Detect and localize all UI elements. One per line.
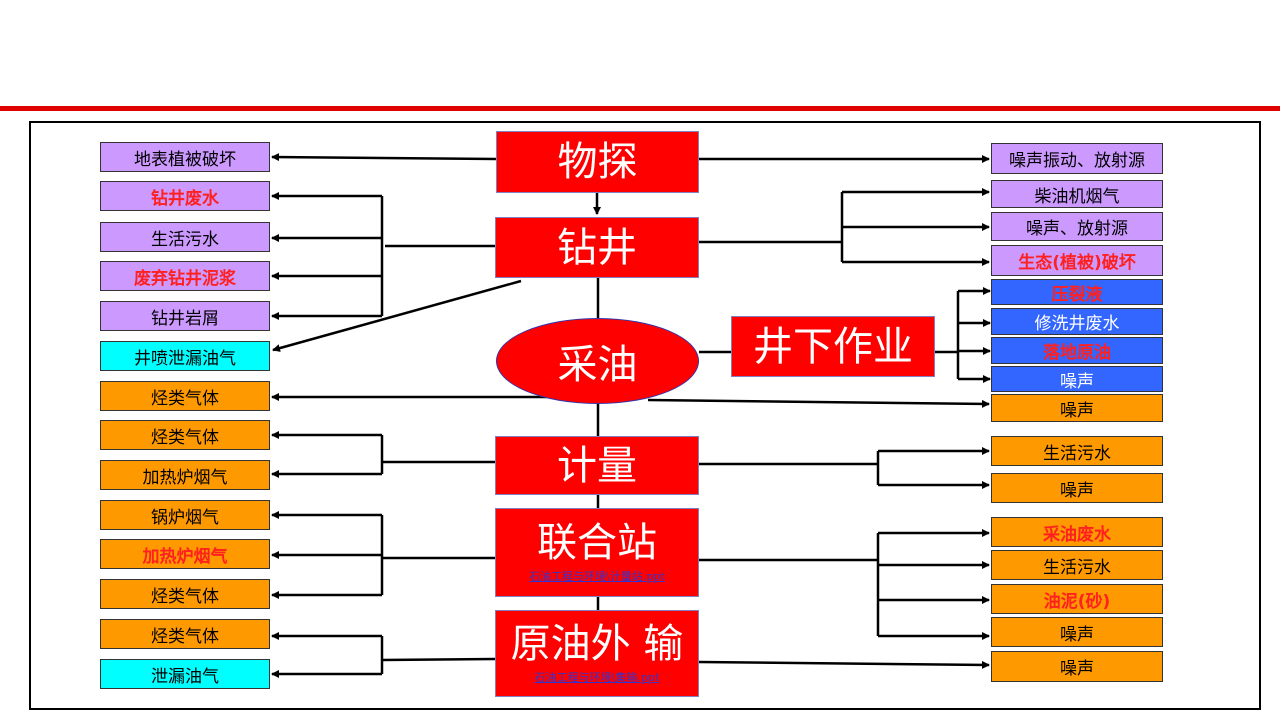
left-box-label: 废弃钻井泥浆	[134, 268, 236, 289]
right-box-label: 落地原油	[1043, 343, 1111, 363]
left-box-label: 加热炉烟气	[142, 546, 228, 567]
left-box-5: 钻井岩屑	[100, 301, 270, 331]
left-box-7: 烃类气体	[100, 381, 270, 411]
left-box-label: 烃类气体	[151, 626, 219, 647]
right-box-4: 生态(植被)破坏	[991, 245, 1163, 276]
yuanyou-link[interactable]: 石油工程与环境\集输.ppt	[534, 670, 660, 684]
right-box-13: 生活污水	[991, 550, 1163, 580]
node-jingxia: 井下作业	[731, 316, 935, 377]
node-zuanjing: 钻井	[495, 217, 699, 278]
right-box-label: 噪声	[1060, 371, 1094, 392]
left-box-4: 废弃钻井泥浆	[100, 261, 270, 291]
right-box-14: 油泥(砂)	[991, 584, 1163, 614]
right-box-8: 噪声	[991, 366, 1163, 392]
left-box-label: 烃类气体	[151, 388, 219, 409]
left-box-1: 地表植被破坏	[100, 142, 270, 172]
node-lianhezhan: 联合站 石油工程与环境\计量站.ppt	[495, 508, 699, 597]
right-box-1: 噪声振动、放射源	[991, 143, 1163, 174]
left-box-10: 锅炉烟气	[100, 500, 270, 530]
left-box-12: 烃类气体	[100, 579, 270, 609]
right-box-10: 生活污水	[991, 436, 1163, 466]
node-jiliang: 计量	[495, 436, 699, 495]
left-box-label: 加热炉烟气	[142, 467, 228, 488]
right-box-label: 生活污水	[1043, 443, 1111, 464]
right-box-label: 噪声振动、放射源	[1009, 151, 1145, 171]
node-jiliang-label: 计量	[557, 442, 637, 489]
left-box-6: 井喷泄漏油气	[100, 341, 270, 371]
node-yuanyou-label: 原油外 输	[510, 620, 684, 667]
right-box-label: 生活污水	[1043, 557, 1111, 578]
header-accent-line	[0, 106, 1280, 111]
right-box-12: 采油废水	[991, 517, 1163, 547]
right-box-label: 采油废水	[1043, 524, 1111, 545]
left-box-label: 井喷泄漏油气	[134, 348, 236, 369]
node-yuanyou: 原油外 输 石油工程与环境\集输.ppt	[495, 610, 699, 697]
right-box-16: 噪声	[991, 651, 1163, 682]
diagram-frame	[29, 121, 1261, 710]
left-box-2: 钻井废水	[100, 181, 270, 211]
left-box-label: 锅炉烟气	[151, 507, 219, 528]
right-box-2: 柴油机烟气	[991, 180, 1163, 208]
right-box-label: 修洗井废水	[1034, 314, 1120, 334]
node-jingxia-label: 井下作业	[753, 323, 913, 370]
left-box-8: 烃类气体	[100, 420, 270, 450]
left-box-label: 烃类气体	[151, 427, 219, 448]
right-box-9: 噪声	[991, 394, 1163, 422]
left-box-label: 烃类气体	[151, 586, 219, 607]
node-zuanjing-label: 钻井	[557, 224, 637, 271]
right-box-15: 噪声	[991, 617, 1163, 647]
right-box-label: 噪声、放射源	[1026, 219, 1128, 239]
right-box-label: 压裂液	[1051, 284, 1103, 305]
right-box-7: 落地原油	[991, 337, 1163, 364]
right-box-label: 噪声	[1060, 480, 1094, 501]
lianhezhan-link[interactable]: 石油工程与环境\计量站.ppt	[529, 569, 665, 583]
left-box-3: 生活污水	[100, 222, 270, 252]
node-caiyou: 采油	[496, 318, 699, 404]
node-lianhezhan-label: 联合站	[537, 519, 657, 566]
right-box-6: 修洗井废水	[991, 308, 1163, 335]
left-box-13: 烃类气体	[100, 619, 270, 649]
right-box-5: 压裂液	[991, 279, 1163, 305]
right-box-label: 油泥(砂)	[1043, 591, 1111, 612]
left-box-label: 钻井岩屑	[151, 308, 219, 329]
left-box-label: 钻井废水	[151, 188, 219, 209]
left-box-label: 地表植被破坏	[134, 149, 236, 170]
left-box-11: 加热炉烟气	[100, 539, 270, 569]
right-box-label: 生态(植被)破坏	[1018, 253, 1136, 273]
node-caiyou-label: 采油	[557, 342, 638, 388]
left-box-9: 加热炉烟气	[100, 460, 270, 490]
right-box-label: 噪声	[1060, 400, 1094, 421]
right-box-3: 噪声、放射源	[991, 212, 1163, 241]
left-box-label: 生活污水	[151, 229, 219, 250]
left-box-label: 泄漏油气	[151, 666, 219, 687]
right-box-11: 噪声	[991, 473, 1163, 503]
right-box-label: 柴油机烟气	[1034, 186, 1120, 207]
node-wutan: 物探	[496, 131, 699, 193]
right-box-label: 噪声	[1060, 659, 1094, 679]
node-wutan-label: 物探	[557, 139, 638, 185]
left-box-14: 泄漏油气	[100, 659, 270, 689]
right-box-label: 噪声	[1060, 624, 1094, 645]
